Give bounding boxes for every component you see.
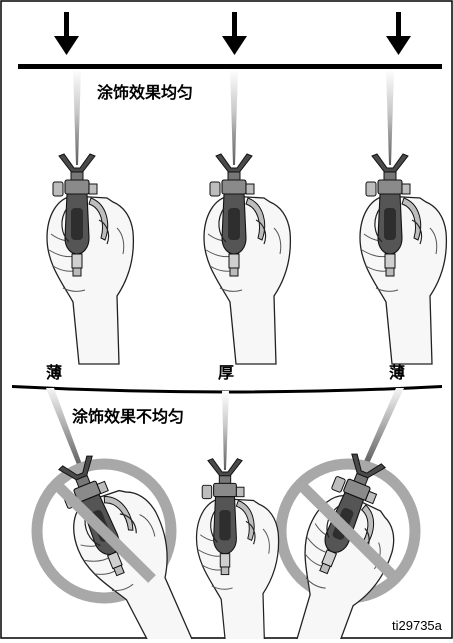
top-caption: 涂饰效果均匀 bbox=[97, 83, 194, 102]
surface-bar-top bbox=[18, 64, 442, 69]
bottom-caption: 涂饰效果不均匀 bbox=[72, 407, 185, 426]
down-arrow-icon-left bbox=[54, 12, 79, 55]
down-arrow-icon-center bbox=[222, 12, 247, 55]
spray-fan bbox=[73, 69, 81, 165]
spray-fan bbox=[46, 388, 84, 472]
spray-fan bbox=[222, 391, 229, 470]
figure-code: ti29735a bbox=[392, 618, 442, 633]
thickness-label-left: 薄 bbox=[46, 363, 63, 382]
thickness-label-center: 厚 bbox=[218, 363, 235, 382]
spray-fan bbox=[230, 69, 238, 165]
spray-fan bbox=[386, 69, 394, 165]
prohibition-sign-icon-left bbox=[31, 458, 177, 604]
thickness-label-right: 薄 bbox=[389, 363, 406, 382]
prohibition-slash-left bbox=[52, 480, 156, 583]
surface-bar-bottom bbox=[12, 385, 442, 394]
down-arrow-icon-right bbox=[386, 12, 411, 55]
prohibition-slash-right bbox=[296, 480, 400, 583]
spray-fan bbox=[361, 388, 404, 470]
